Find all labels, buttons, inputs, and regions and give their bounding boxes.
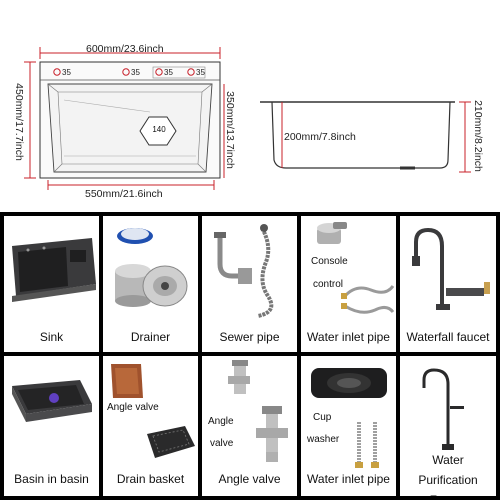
item-caption: Water inlet pipe [307, 330, 390, 344]
sink-side-view [260, 101, 471, 173]
cutting-board-image [111, 364, 143, 398]
inlet-hose-image [341, 285, 395, 314]
item-caption: Drain basket [116, 472, 185, 486]
console-label: Console [311, 256, 348, 267]
angle-label: Angle [208, 416, 234, 427]
inlet-hose-image-2 [355, 422, 379, 468]
inner-height-label: 350mm/13.7inch [224, 91, 236, 169]
hole-label-4: 35 [196, 68, 205, 77]
drain-basket-image [147, 426, 195, 458]
item-caption: Angle valve [218, 472, 281, 486]
console-control-image [317, 222, 347, 244]
item-caption: Sink [39, 330, 64, 344]
bottom-width-label: 550mm/21.6inch [85, 188, 163, 200]
hole-label-1: 35 [62, 68, 71, 77]
sewer-pipe-image [214, 224, 274, 318]
item-drain-basket: Angle valve Drain basket [103, 356, 198, 496]
item-waterfall-faucet: Waterfall faucet [400, 216, 496, 352]
cup-label: Cup [313, 412, 332, 423]
side-height-label: 210mm/8.2inch [472, 100, 484, 172]
sink-image [12, 238, 96, 302]
item-basin-in-basin: Basin in basin [4, 356, 99, 496]
cup-washer-image [311, 368, 387, 398]
angle-valve-label: Angle valve [107, 402, 159, 413]
dimension-diagram: 600mm/23.6inch 450mm/17.7inch 350mm/13.7… [0, 0, 500, 205]
accessory-grid: Sink Drainer Sewer pipe C [0, 212, 500, 500]
angle-valve-image-1 [228, 360, 250, 394]
angle-valve-image-2 [256, 406, 288, 462]
washer-label: washer [307, 434, 340, 445]
item-caption: Drainer [130, 330, 171, 344]
waterfall-faucet-image [412, 227, 490, 310]
item-water-purification-faucet: Water Purification Faucet [400, 356, 496, 496]
drain-label: 140 [152, 125, 166, 134]
item-angle-valve: Angle valve Angle valve [202, 356, 297, 496]
left-height-label: 450mm/17.7inch [13, 83, 25, 161]
hole-label-2: 35 [131, 68, 140, 77]
item-caption: Water inlet pipe [307, 472, 390, 486]
item-caption: Waterfall faucet [406, 330, 490, 344]
hole-label-3: 35 [164, 68, 173, 77]
valve-label: valve [210, 438, 234, 449]
item-caption: Water Purification Faucet [418, 453, 478, 496]
item-caption: Sewer pipe [219, 330, 280, 344]
item-sewer-pipe: Sewer pipe [202, 216, 297, 352]
item-drainer: Drainer [103, 216, 198, 352]
item-water-inlet-pipe-1: Console control Water inlet pipe [301, 216, 396, 352]
basin-image [12, 380, 92, 422]
drainer-image [115, 228, 188, 307]
control-label: control [313, 279, 344, 290]
side-depth-label: 200mm/7.8inch [284, 131, 356, 143]
item-caption: Basin in basin [14, 472, 89, 486]
item-sink: Sink [4, 216, 99, 352]
purification-faucet-image [422, 368, 464, 450]
sink-top-view [24, 47, 225, 190]
top-width-label: 600mm/23.6inch [86, 43, 164, 55]
item-water-inlet-pipe-2: Cup washer Water inlet pipe [301, 356, 396, 496]
